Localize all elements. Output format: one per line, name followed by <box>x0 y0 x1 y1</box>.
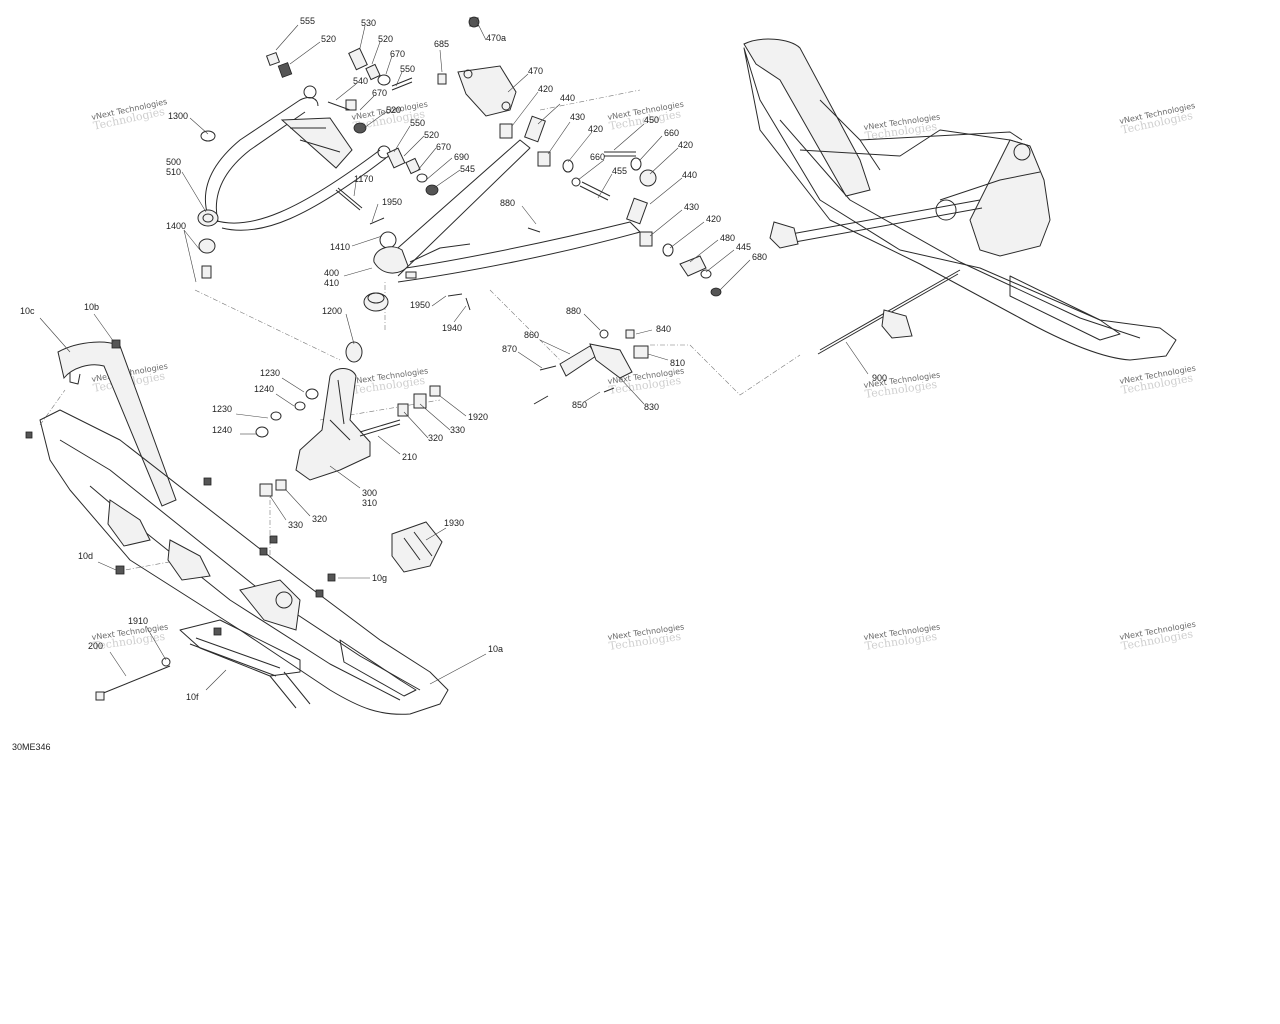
callout-445: 445 <box>736 242 751 252</box>
callout-10f: 10f <box>186 692 199 702</box>
assembled-ski-suspension <box>743 38 1177 361</box>
callout-320: 320 <box>312 514 327 524</box>
callout-420: 420 <box>678 140 693 150</box>
callout-1300: 1300 <box>168 111 188 121</box>
callout-520: 520 <box>386 105 401 115</box>
callout-850: 850 <box>572 400 587 410</box>
callout-300: 300 <box>362 488 377 498</box>
callout-10c: 10c <box>20 306 35 316</box>
lower-arm-hardware <box>457 65 722 297</box>
callout-545: 545 <box>460 164 475 174</box>
callout-400: 400 <box>324 268 339 278</box>
callout-200: 200 <box>88 641 103 651</box>
callout-520: 520 <box>424 130 439 140</box>
callout-455: 455 <box>612 166 627 176</box>
callout-550: 550 <box>400 64 415 74</box>
callout-420: 420 <box>706 214 721 224</box>
callout-1240: 1240 <box>212 425 232 435</box>
callout-1230: 1230 <box>212 404 232 414</box>
callout-1940: 1940 <box>442 323 462 333</box>
callout-500: 500 <box>166 157 181 167</box>
callout-680: 680 <box>752 252 767 262</box>
callout-10d: 10d <box>78 551 93 561</box>
callout-660: 660 <box>590 152 605 162</box>
callout-1410: 1410 <box>330 242 350 252</box>
callout-810: 810 <box>670 358 685 368</box>
callout-1920: 1920 <box>468 412 488 422</box>
upper-arm-hardware <box>265 16 480 249</box>
callout-10b: 10b <box>84 302 99 312</box>
callout-1200: 1200 <box>322 306 342 316</box>
callout-440: 440 <box>682 170 697 180</box>
callout-550: 550 <box>410 118 425 128</box>
callout-1230: 1230 <box>260 368 280 378</box>
callout-1240: 1240 <box>254 384 274 394</box>
callout-10a: 10a <box>488 644 503 654</box>
callout-670: 670 <box>436 142 451 152</box>
callout-1950: 1950 <box>410 300 430 310</box>
callout-880: 880 <box>500 198 515 208</box>
callout-840: 840 <box>656 324 671 334</box>
callout-690: 690 <box>454 152 469 162</box>
callout-450: 450 <box>644 115 659 125</box>
callout-410: 410 <box>324 278 339 288</box>
callout-1910: 1910 <box>128 616 148 626</box>
callout-310: 310 <box>362 498 377 508</box>
callout-labels: 555 520 530 520 670 550 540 670 520 550 … <box>20 16 887 702</box>
callout-470a: 470a <box>486 33 506 43</box>
callout-1930: 1930 <box>444 518 464 528</box>
callout-1950: 1950 <box>382 197 402 207</box>
callout-540: 540 <box>353 76 368 86</box>
callout-830: 830 <box>644 402 659 412</box>
callout-880: 880 <box>566 306 581 316</box>
callout-555: 555 <box>300 16 315 26</box>
callout-670: 670 <box>372 88 387 98</box>
callout-1170: 1170 <box>354 174 373 184</box>
callout-420: 420 <box>538 84 553 94</box>
upper-a-arm <box>197 85 391 279</box>
steering-link <box>533 329 649 405</box>
callout-660: 660 <box>664 128 679 138</box>
diagram-code: 30ME346 <box>12 742 51 752</box>
callout-440: 440 <box>560 93 575 103</box>
callout-860: 860 <box>524 330 539 340</box>
callout-320: 320 <box>428 433 443 443</box>
callout-870: 870 <box>502 344 517 354</box>
callout-420: 420 <box>588 124 603 134</box>
callout-210: 210 <box>402 452 417 462</box>
callout-510: 510 <box>166 167 181 177</box>
assembly-lines <box>39 89 801 571</box>
ski-spindle <box>255 368 441 497</box>
callout-430: 430 <box>684 202 699 212</box>
callout-330: 330 <box>450 425 465 435</box>
ski-wear-part <box>391 521 443 573</box>
callout-900: 900 <box>872 373 887 383</box>
callout-1400: 1400 <box>166 221 186 231</box>
callout-520: 520 <box>321 34 336 44</box>
callout-685: 685 <box>434 39 449 49</box>
lower-a-arm <box>345 139 641 363</box>
callout-470: 470 <box>528 66 543 76</box>
callout-670: 670 <box>390 49 405 59</box>
ski-assembly <box>25 339 449 715</box>
callout-430: 430 <box>570 112 585 122</box>
callout-10g: 10g <box>372 573 387 583</box>
callout-480: 480 <box>720 233 735 243</box>
callout-330: 330 <box>288 520 303 530</box>
callout-520: 520 <box>378 34 393 44</box>
leader-lines <box>39 19 869 691</box>
callout-530: 530 <box>361 18 376 28</box>
